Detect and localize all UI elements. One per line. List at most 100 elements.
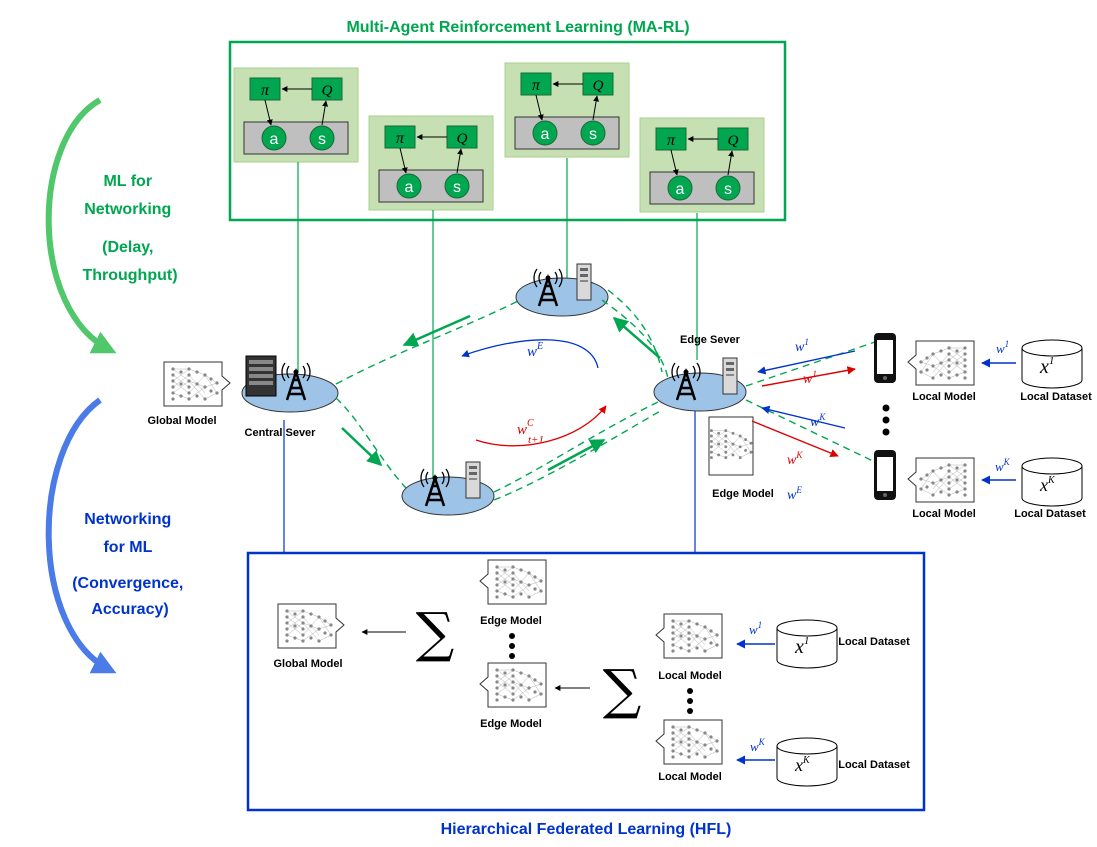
ml-for-networking-sub-1: (Delay, xyxy=(102,239,153,256)
edge-server-label: Edge Sever xyxy=(680,334,741,346)
hfl-edge-model-label-2: Edge Model xyxy=(480,718,542,730)
action-symbol: a xyxy=(405,179,414,196)
ml-for-networking-line-1: ML for xyxy=(103,173,152,190)
hfl-local-ellipsis xyxy=(687,688,693,714)
action-node xyxy=(396,173,422,199)
central-to-edge-arrow xyxy=(475,405,607,447)
networking-for-ml-sub-1: (Convergence, xyxy=(72,575,183,592)
state-node xyxy=(309,125,335,151)
state-node xyxy=(444,173,470,199)
hfl-edge-model-label-1: Edge Model xyxy=(480,615,542,627)
q-symbol: Q xyxy=(457,131,468,147)
networking-for-ml-line-2: for ML xyxy=(103,539,152,556)
local-model-label-k: Local Model xyxy=(912,508,976,520)
state-node xyxy=(580,120,606,146)
central-server-label: Central Sever xyxy=(245,427,317,439)
action-node xyxy=(532,120,558,146)
state-symbol: s xyxy=(724,181,732,198)
state-symbol: s xyxy=(318,131,326,148)
state-symbol: s xyxy=(589,126,597,143)
agent-card-3: π Q a s xyxy=(504,62,630,158)
hfl-global-model-label: Global Model xyxy=(273,658,342,670)
global-model-icon xyxy=(164,362,230,406)
q-symbol: Q xyxy=(593,78,604,94)
state-node xyxy=(715,175,741,201)
agent-card-2: π Q a s xyxy=(368,115,494,211)
policy-symbol: π xyxy=(396,130,405,147)
policy-symbol: π xyxy=(261,82,270,99)
state-to-q-arrow xyxy=(592,95,600,121)
global-model-label: Global Model xyxy=(147,415,216,427)
edge-to-central-arrow xyxy=(461,339,599,369)
smartphone-icon-k xyxy=(874,450,896,500)
hfl-frame xyxy=(246,551,926,812)
hfl-connectors xyxy=(283,410,696,553)
download-arrow-1 xyxy=(761,366,856,387)
policy-to-action-arrow xyxy=(399,147,408,174)
w1-down-label: w1 xyxy=(803,369,817,387)
upload-arrow-1 xyxy=(757,350,856,375)
ml-for-networking-line-2: Networking xyxy=(84,201,171,218)
networking-for-ml-line-1: Networking xyxy=(84,511,171,528)
local-model-icon-k xyxy=(908,458,974,502)
top-base-station-node xyxy=(515,277,609,317)
ml-for-networking-arrow xyxy=(45,97,117,354)
policy-box xyxy=(249,77,281,101)
policy-to-action-arrow xyxy=(264,99,273,126)
wk-down-label: wK xyxy=(787,450,803,468)
ml-for-networking-sub-2: Throughput) xyxy=(82,267,177,284)
local-model-label-1: Local Model xyxy=(912,391,976,403)
policy-symbol: π xyxy=(667,132,676,149)
agent-env-bar xyxy=(378,169,484,203)
hfl-local-dataset-label-1: Local Dataset xyxy=(838,636,910,648)
policy-to-action-arrow xyxy=(535,94,544,121)
action-symbol: a xyxy=(676,181,685,198)
marl-frame xyxy=(228,40,787,222)
hfl-edge-model-icon-2 xyxy=(480,663,546,707)
q-symbol: Q xyxy=(322,83,333,99)
state-to-q-arrow xyxy=(727,150,735,176)
action-symbol: a xyxy=(270,131,279,148)
hfl-local-model-icon-k xyxy=(656,720,722,764)
w1-up-label: w1 xyxy=(795,337,809,355)
top-server-icon xyxy=(576,263,592,301)
hfl-local-model-icon-1 xyxy=(656,614,722,658)
action-node xyxy=(667,175,693,201)
policy-box xyxy=(655,127,687,151)
agent-card-1: π Q a s xyxy=(233,67,359,163)
local-dataset-label-1: Local Dataset xyxy=(1020,391,1092,403)
hfl-edge-model-icon-1 xyxy=(480,560,546,604)
action-symbol: a xyxy=(541,126,550,143)
device-ellipsis xyxy=(882,404,890,436)
dataset-x1-label: x1 xyxy=(1039,355,1054,378)
hfl-wk-label: wK xyxy=(750,737,766,754)
state-to-q-arrow xyxy=(456,148,464,174)
local-model-icon-1 xyxy=(908,341,974,385)
w-e-label: wE xyxy=(527,341,543,360)
edge-weight-label: wE xyxy=(787,485,802,503)
dataset-xk-label: xK xyxy=(1039,475,1056,495)
q-symbol: Q xyxy=(728,133,739,149)
hfl-dataset-x1-label: x1 xyxy=(794,635,809,658)
policy-to-action-arrow xyxy=(670,149,679,176)
bottom-server-icon xyxy=(465,461,481,499)
hfl-local-model-label-k: Local Model xyxy=(658,771,722,783)
policy-box xyxy=(520,72,552,96)
ml-for-networking-label: ML for Networking (Delay, Throughput) xyxy=(82,173,177,284)
upload-arrow-k xyxy=(761,405,846,429)
networking-for-ml-label: Networking for ML (Convergence, Accuracy… xyxy=(72,511,188,618)
hfl-edge-ellipsis xyxy=(509,633,515,659)
network-links xyxy=(335,289,876,501)
local-dataset-label-k: Local Dataset xyxy=(1014,508,1086,520)
hfl-sum-edge: ∑ xyxy=(603,658,642,721)
flow-arrows xyxy=(341,314,661,472)
networking-for-ml-sub-2: Accuracy) xyxy=(91,601,168,618)
networking-for-ml-arrow xyxy=(45,397,117,674)
hfl-w1-label: w1 xyxy=(749,620,762,637)
policy-symbol: π xyxy=(532,77,541,94)
smartphone-icon-1 xyxy=(874,333,896,383)
hfl-dataset-xk-label: xK xyxy=(794,755,811,775)
